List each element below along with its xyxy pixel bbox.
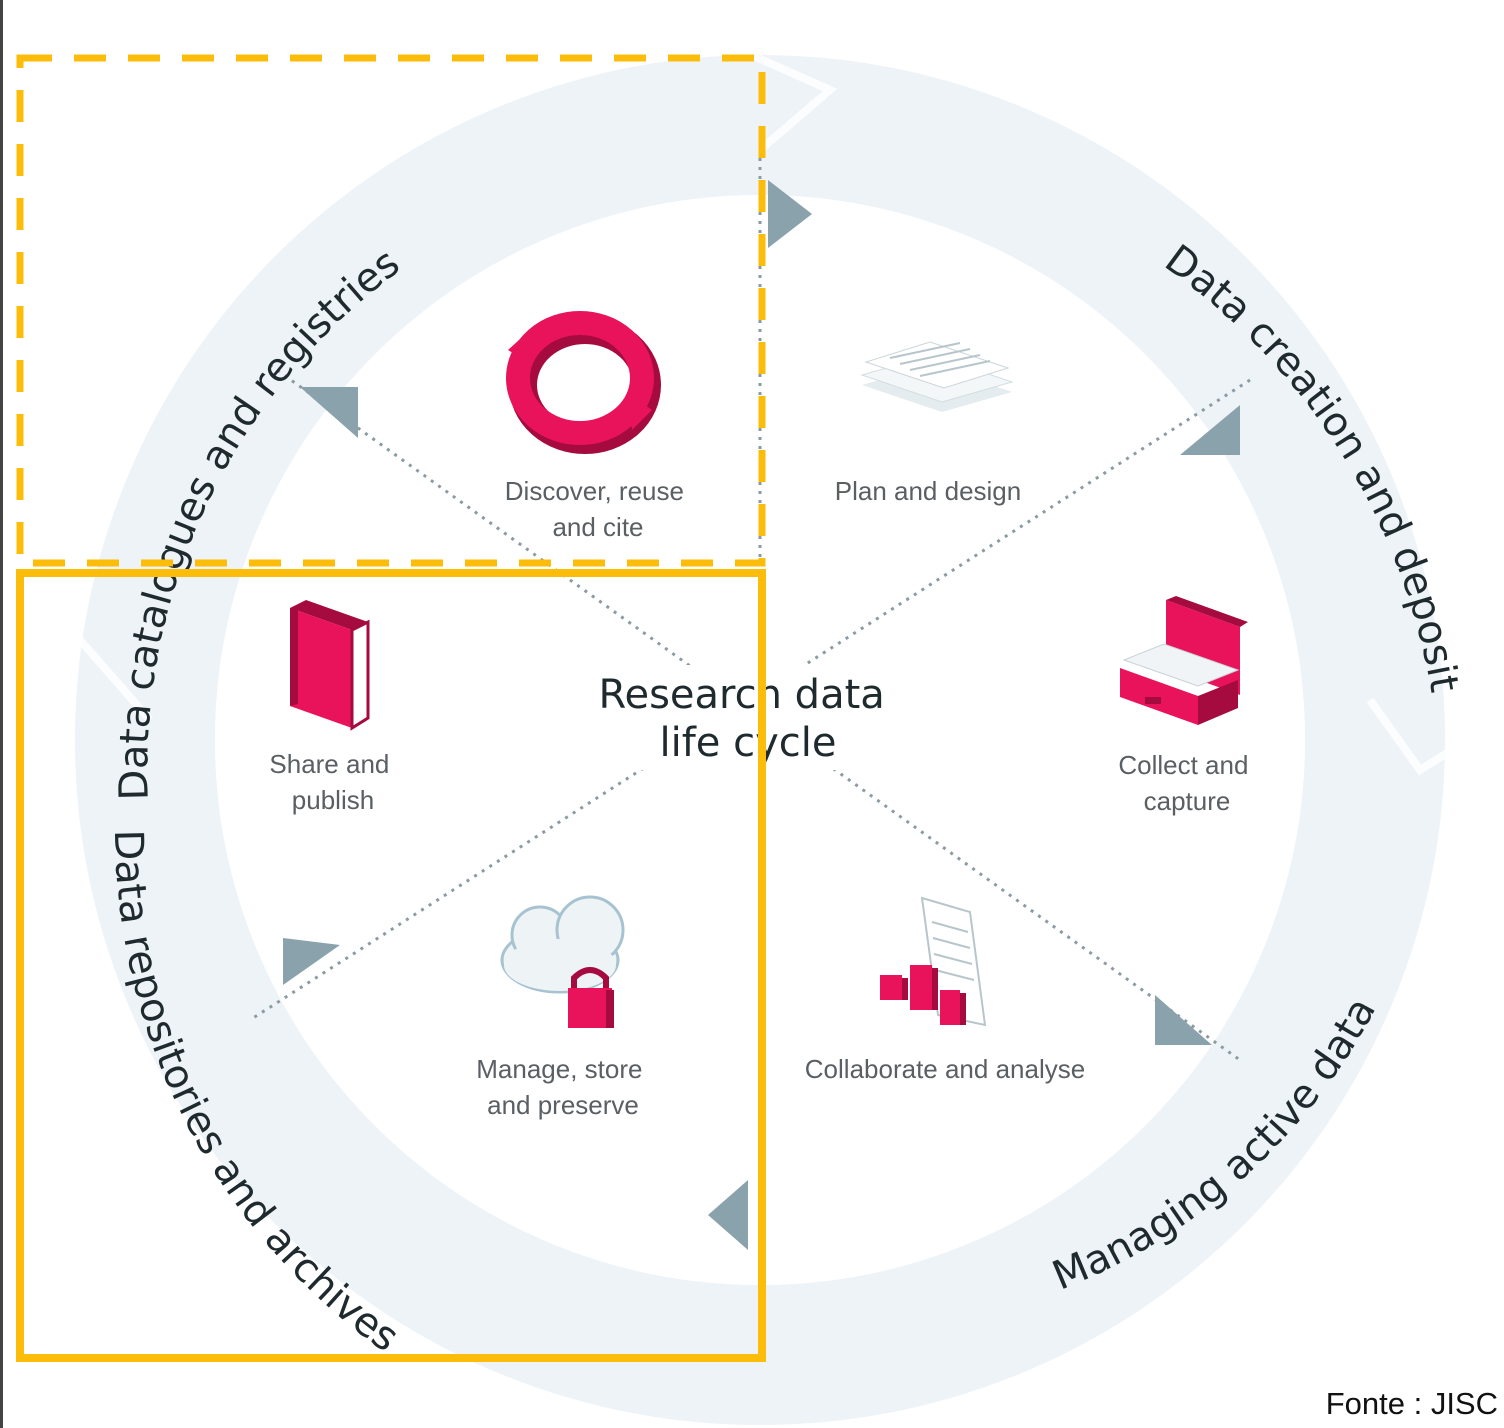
left-border [0,0,3,1428]
arrow-upper-right [1180,405,1240,455]
highlight-box-dashed [16,54,766,567]
arrow-top [768,180,812,248]
document-stack-icon [860,341,1014,412]
stage-label-collect: Collect and capture [1118,750,1255,816]
arrow-upper-left [300,387,358,438]
cloud-lock-icon [500,895,625,1028]
stage-label-share: Share and publish [269,749,396,815]
center-title-backdrop [585,665,915,770]
stage-label-manage: Manage, store and preserve [476,1054,649,1120]
arrow-bottom [708,1180,748,1250]
source-credit: Fonte : JISC [1325,1386,1498,1421]
ring-chevron-left [27,634,154,723]
stage-label-plan: Plan and design [835,476,1021,506]
ring-chevron-top [738,46,838,154]
book-icon [290,600,370,731]
arrow-lower-right [1155,995,1212,1045]
stage-label-collaborate: Collaborate and analyse [805,1054,1085,1084]
highlight-box-solid [16,569,766,1362]
center-title: Research data life cycle [598,672,897,766]
sync-icon [506,311,661,454]
ring-chevron-right [1366,697,1503,776]
briefcase-icon [1120,596,1248,725]
arrow-lower-left [283,938,340,985]
chart-document-icon [880,896,987,1027]
stage-label-discover: Discover, reuse and cite [505,476,691,542]
